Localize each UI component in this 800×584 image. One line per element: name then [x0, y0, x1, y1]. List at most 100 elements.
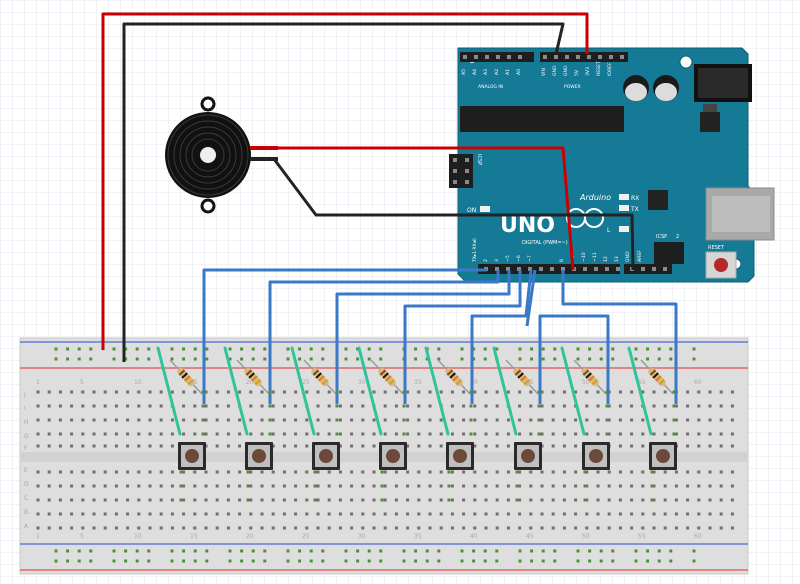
breadboard-hole	[114, 444, 118, 448]
breadboard-hole	[282, 444, 286, 448]
rail-hole	[379, 559, 383, 563]
pin-label-ioref: IOREF	[607, 62, 613, 76]
bb-col-30-bottom: 30	[358, 533, 366, 540]
resistor	[445, 367, 463, 387]
rail-hole	[205, 347, 209, 351]
breadboard-hole	[450, 404, 454, 408]
connected-hole	[402, 432, 406, 436]
breadboard-hole	[305, 526, 309, 530]
rail-hole	[518, 559, 522, 563]
breadboard-hole	[126, 432, 130, 436]
breadboard-hole	[663, 470, 667, 474]
breadboard-hole	[506, 512, 510, 516]
breadboard-hole	[394, 470, 398, 474]
breadboard-hole	[282, 418, 286, 422]
breadboard-hole	[361, 512, 365, 516]
breadboard-hole	[103, 512, 107, 516]
breadboard-hole	[249, 432, 253, 436]
breadboard-hole	[697, 444, 701, 448]
wire-button-4	[403, 270, 522, 404]
breadboard-hole	[305, 390, 309, 394]
rail-hole	[286, 357, 290, 361]
breadboard-hole	[383, 484, 387, 488]
breadboard-hole	[271, 470, 275, 474]
rail-hole	[541, 549, 545, 553]
resistor-band	[446, 369, 454, 376]
rail-hole	[298, 559, 302, 563]
breadboard-hole	[114, 484, 118, 488]
breadboard-hole	[92, 498, 96, 502]
pin-label-aref: AREF	[637, 250, 643, 262]
breadboard-hole	[506, 498, 510, 502]
breadboard-hole	[495, 526, 499, 530]
breadboard-hole	[495, 432, 499, 436]
breadboard-hole	[585, 470, 589, 474]
breadboard-hole	[338, 526, 342, 530]
breadboard-hole	[540, 404, 544, 408]
connected-hole	[313, 484, 317, 488]
rail-hole	[147, 357, 151, 361]
breadboard-hole	[730, 418, 734, 422]
microcontroller-chip	[460, 106, 624, 132]
breadboard-hole	[226, 390, 230, 394]
rail-hole	[669, 549, 673, 553]
on-led	[480, 206, 490, 212]
rail-hole	[437, 347, 441, 351]
breadboard-hole	[361, 404, 365, 408]
breadboard-hole	[350, 526, 354, 530]
breadboard-hole	[372, 484, 376, 488]
breadboard-hole	[417, 444, 421, 448]
breadboard-hole	[215, 512, 219, 516]
breadboard-hole	[719, 512, 723, 516]
breadboard-hole	[338, 470, 342, 474]
breadboard-hole	[529, 512, 533, 516]
rail-hole	[669, 347, 673, 351]
bb-col-10-bottom: 10	[134, 533, 142, 540]
connected-hole	[380, 498, 384, 502]
bb-row-i: I	[24, 405, 26, 412]
breadboard-hole	[697, 526, 701, 530]
breadboard-hole	[462, 418, 466, 422]
breadboard-hole	[630, 526, 634, 530]
breadboard-hole	[518, 432, 522, 436]
breadboard-hole	[540, 526, 544, 530]
breadboard-hole	[126, 512, 130, 516]
connected-hole	[335, 432, 339, 436]
header-pin	[539, 267, 543, 271]
breadboard-hole	[618, 444, 622, 448]
breadboard-hole	[484, 432, 488, 436]
pin-label-a1: A1	[505, 69, 511, 75]
breadboard-hole	[585, 526, 589, 530]
breadboard-hole	[641, 498, 645, 502]
header-pin	[594, 267, 598, 271]
bb-row-f: F	[24, 445, 28, 452]
breadboard-hole	[596, 498, 600, 502]
breadboard-hole	[249, 526, 253, 530]
breadboard-hole	[126, 404, 130, 408]
breadboard-hole	[159, 526, 163, 530]
rail-hole	[634, 347, 638, 351]
breadboard-hole	[238, 484, 242, 488]
breadboard-hole	[730, 512, 734, 516]
breadboard-hole	[114, 418, 118, 422]
breadboard-hole	[417, 390, 421, 394]
pin-label-a3: A3	[483, 69, 489, 75]
connected-hole	[447, 470, 451, 474]
breadboard-hole	[294, 390, 298, 394]
pin-label-d5: ~5	[505, 255, 511, 262]
breadboard-hole	[652, 484, 656, 488]
reset-button-cap[interactable]	[714, 258, 728, 272]
breadboard-hole	[58, 432, 62, 436]
breadboard-hole	[450, 526, 454, 530]
breadboard-hole	[327, 418, 331, 422]
rail-hole	[599, 357, 603, 361]
rail-hole	[286, 549, 290, 553]
breadboard-hole	[540, 484, 544, 488]
pin-label-d11: ~11	[592, 252, 598, 262]
breadboard-hole	[697, 484, 701, 488]
rail-hole	[135, 357, 139, 361]
rail-hole	[472, 549, 476, 553]
breadboard-hole	[92, 418, 96, 422]
uno-logo: UNO Arduino	[500, 193, 611, 238]
header-pin	[583, 267, 587, 271]
